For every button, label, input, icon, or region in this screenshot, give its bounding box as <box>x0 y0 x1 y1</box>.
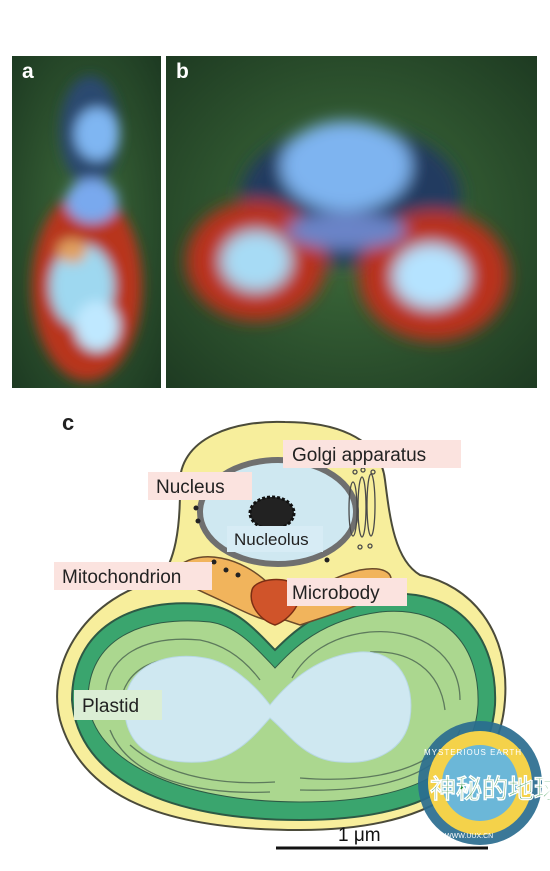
watermark-text-top: MYSTERIOUS EARTH <box>424 748 522 757</box>
label-nucleus: Nucleus <box>156 477 225 498</box>
scale-bar-label: 1 μm <box>338 825 381 846</box>
label-nucleolus: Nucleolus <box>234 530 309 549</box>
panel-label-b: b <box>176 60 189 83</box>
micrograph-panel-a: a <box>12 56 161 388</box>
label-bg-golgi <box>283 440 461 468</box>
label-microbody: Microbody <box>292 583 380 604</box>
label-bg-mitochondrion <box>54 562 212 590</box>
label-bg-microbody <box>287 578 407 606</box>
label-bg-nucleolus <box>227 526 323 552</box>
micrograph-a-image <box>12 56 161 388</box>
micrograph-panel-b: b <box>166 56 537 388</box>
watermark-glyphs: 神秘的地球 <box>430 774 550 805</box>
watermark-logo: MYSTERIOUS EARTH 神秘的地球 WWW.UUX.CN <box>418 721 550 845</box>
panel-label-c: c <box>62 410 75 435</box>
label-bg-nucleus <box>148 472 252 500</box>
label-plastid: Plastid <box>82 696 139 717</box>
plastid-stroma <box>124 651 412 763</box>
label-mitochondrion: Mitochondrion <box>62 567 181 588</box>
nucleolus-icon <box>248 495 296 531</box>
watermark-url: WWW.UUX.CN <box>445 833 493 840</box>
panel-label-a: a <box>22 60 34 83</box>
micrograph-b-image <box>166 56 537 388</box>
label-bg-plastid <box>74 690 162 720</box>
golgi-apparatus <box>348 467 376 550</box>
cell-diagram: Golgi apparatus Nucleus Nucleolus Mitoch… <box>54 420 550 850</box>
label-golgi: Golgi apparatus <box>292 445 426 466</box>
